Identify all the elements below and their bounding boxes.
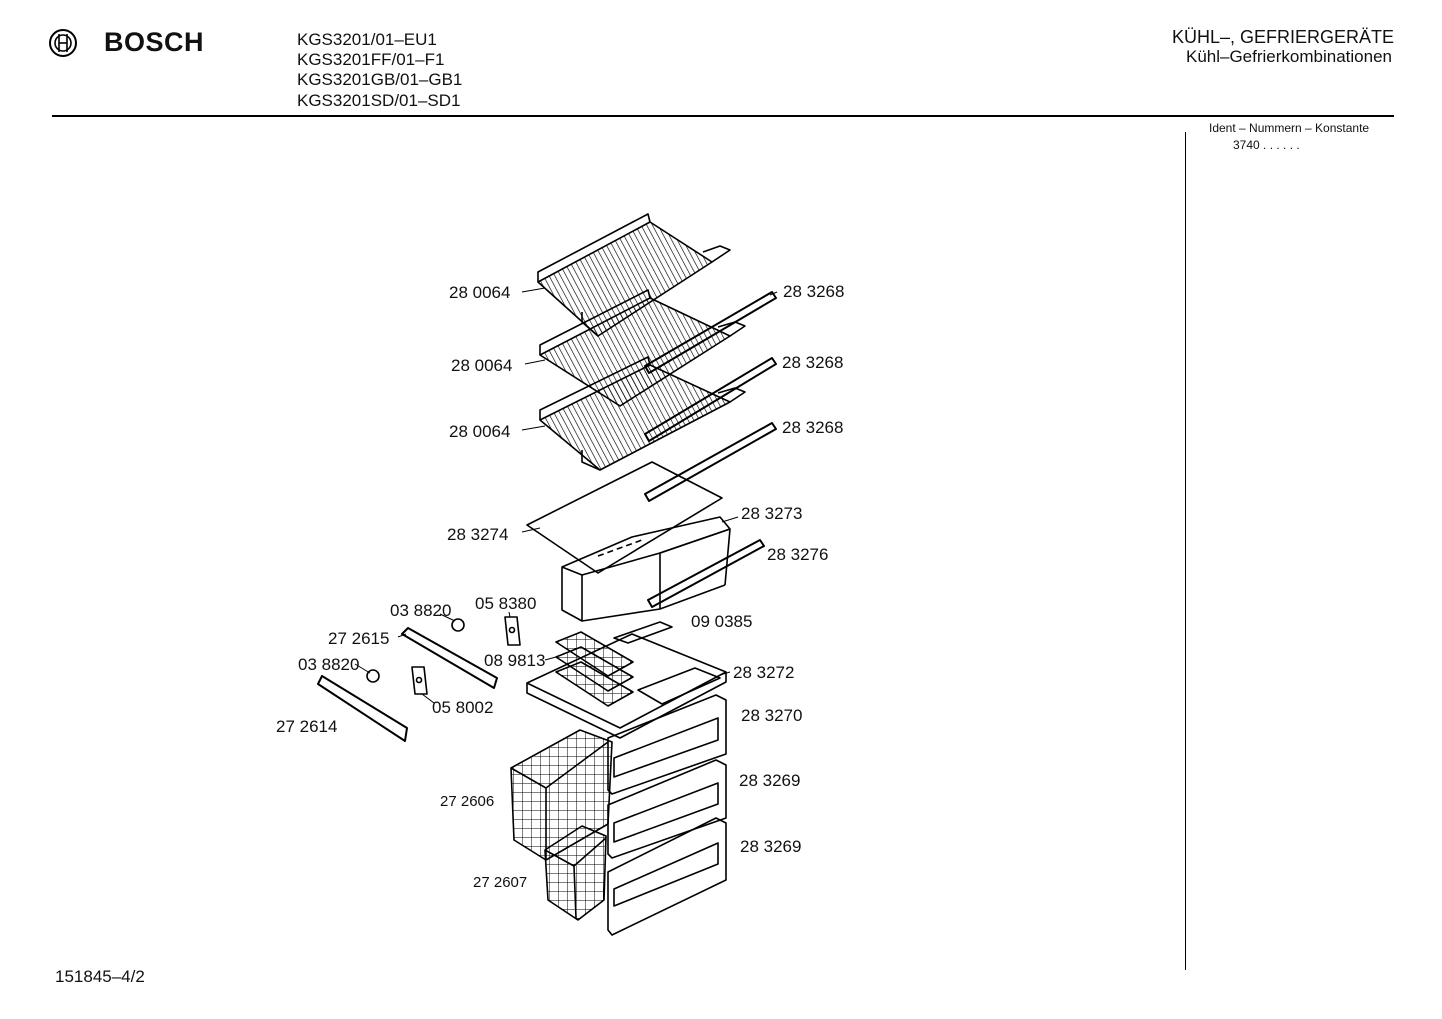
shelf-strip-2 [644,357,777,442]
part-label-shelf-strip-2: 28 3268 [782,353,843,372]
part-label-shelf-3: 28 0064 [449,422,510,441]
cover-plate [526,461,723,574]
bosch-logo-icon [49,29,77,57]
strip-2 [317,675,408,742]
holder-1 [504,616,521,646]
part-label-front-3: 28 3269 [740,837,801,856]
shelf-strip-1 [644,291,777,374]
part-label-ice-tray-drawer: 28 3273 [741,504,802,523]
sidebar-divider [1185,132,1186,970]
part-label-basket-1: 27 2606 [440,793,494,810]
part-label-shelf-strip-3: 28 3268 [782,418,843,437]
category-title: KÜHL–, GEFRIERGERÄTE [1171,27,1394,47]
part-label-shelf-1: 28 0064 [449,283,510,302]
ident-code: 3740 . . . . . . [1233,138,1300,152]
part-label-holder-2: 05 8002 [432,698,493,717]
model-number: KGS3201FF/01–F1 [297,50,445,69]
wire-shelf-2 [539,289,746,407]
tray-shelf [526,633,727,739]
model-number: KGS3201SD/01–SD1 [297,91,461,110]
drawer-front-1 [607,694,727,795]
part-label-basket-2: 27 2607 [473,874,527,891]
part-label-handle: 09 0385 [691,612,752,631]
model-number: KGS3201/01–EU1 [297,30,437,49]
clip-1 [451,618,465,632]
part-label-strip-1: 27 2615 [328,629,389,648]
part-label-cover-plate: 28 3274 [447,525,508,544]
part-label-tray-shelf: 28 3272 [733,663,794,682]
holder-2 [411,666,428,695]
model-number: KGS3201GB/01–GB1 [297,70,463,89]
ident-label: Ident – Nummern – Konstante [1209,121,1370,135]
shelf-strip-3 [644,422,777,502]
handle [613,621,673,644]
part-label-clip-1: 03 8820 [390,601,451,620]
wire-shelf-3 [539,356,746,471]
rail [647,539,765,608]
category-subtitle: Kühl–Gefrierkombinationen [1185,47,1392,66]
part-label-strip-2: 27 2614 [276,717,337,736]
drawer-front-2 [607,759,727,859]
strip-1 [401,627,498,689]
drawer-front-3 [607,817,727,936]
header-divider [52,115,1394,117]
part-label-rail: 28 3276 [767,545,828,564]
ice-cube-trays [555,631,634,707]
part-label-shelf-strip-1: 28 3268 [783,282,844,301]
brand-name: BOSCH [104,27,205,57]
part-label-front-2: 28 3269 [739,771,800,790]
document-number: 151845–4/2 [55,967,145,986]
wire-shelf-1 [537,213,731,337]
part-label-cube-tray: 08 9813 [484,651,545,670]
part-label-holder-1: 05 8380 [475,594,536,613]
leader-lines [354,287,778,704]
wire-basket-2 [544,825,607,921]
part-label-clip-2: 03 8820 [298,655,359,674]
part-label-front-1: 28 3270 [741,706,802,725]
part-label-shelf-2: 28 0064 [451,356,512,375]
clip-2 [366,669,380,683]
